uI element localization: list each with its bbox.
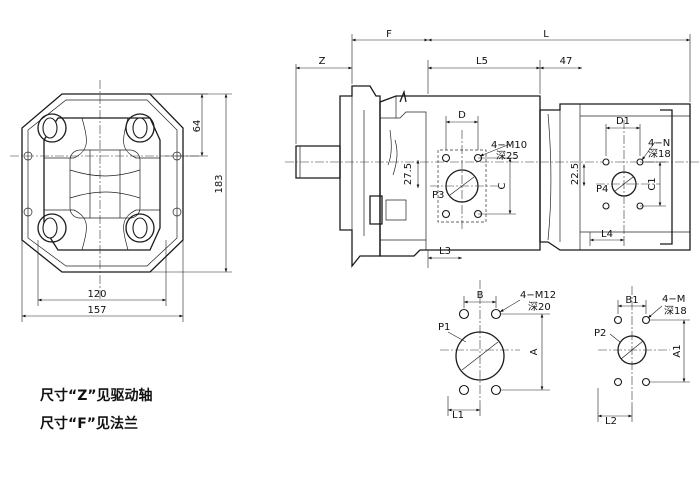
dim-27-5: 27.5 [403,163,414,185]
depth-flange1: 深20 [528,301,551,313]
dim-z: Z [319,56,326,67]
end-view [10,80,232,322]
note-z: 尺寸“Z”见驱动轴 [40,387,153,404]
port-p4: P4 [596,184,608,195]
dim-c: C [497,182,508,189]
flange-p1-circle [455,331,505,381]
dim-d: D [458,110,466,121]
thread-main: 4−M10 [491,140,527,151]
dim-a: A [529,348,540,355]
thread-flange2: 4−M [662,294,685,305]
depth-aux: 深18 [648,148,671,160]
dim-a1: A1 [672,344,683,357]
dim-c1: C1 [647,177,658,190]
dim-l4: L4 [601,229,613,240]
port-p2: P2 [594,328,606,339]
dim-f: F [386,29,392,40]
dim-l2: L2 [605,416,617,427]
bolt-boss-bottom-right [125,213,155,243]
dim-l5: L5 [476,56,488,67]
dim-b1: B1 [625,295,638,306]
dim-183: 183 [214,174,225,193]
bolt-boss-top-left [37,113,67,143]
thread-flange1: 4−M12 [520,290,556,301]
mounting-flange [339,85,381,268]
dim-22-5: 22.5 [570,163,581,185]
dim-120: 120 [87,289,106,300]
dim-64: 64 [192,120,203,133]
main-pump-body [379,95,541,257]
note-f: 尺寸“F”见法兰 [40,415,138,432]
main-port [430,130,500,230]
dim-157: 157 [87,305,106,316]
flange-detail-2 [597,286,690,422]
aux-port [596,120,660,236]
dim-b: B [477,290,484,301]
dim-l3: L3 [439,246,451,257]
flange-detail-1 [440,280,550,416]
thread-aux: 4−N [648,138,670,149]
depth-flange2: 深18 [664,305,687,317]
dim-l: L [543,29,549,40]
port-p1: P1 [438,322,450,333]
flange-p2-circle [617,335,647,365]
bolt-boss-bottom-left [37,213,67,243]
bolt-boss-top-right [125,113,155,143]
side-view [285,34,700,268]
aux-pump-body [539,103,691,251]
dim-d1: D1 [616,116,630,127]
port-p3: P3 [432,190,444,201]
depth-main: 深25 [496,150,519,162]
dim-l1: L1 [452,410,464,421]
dim-47: 47 [560,56,573,67]
